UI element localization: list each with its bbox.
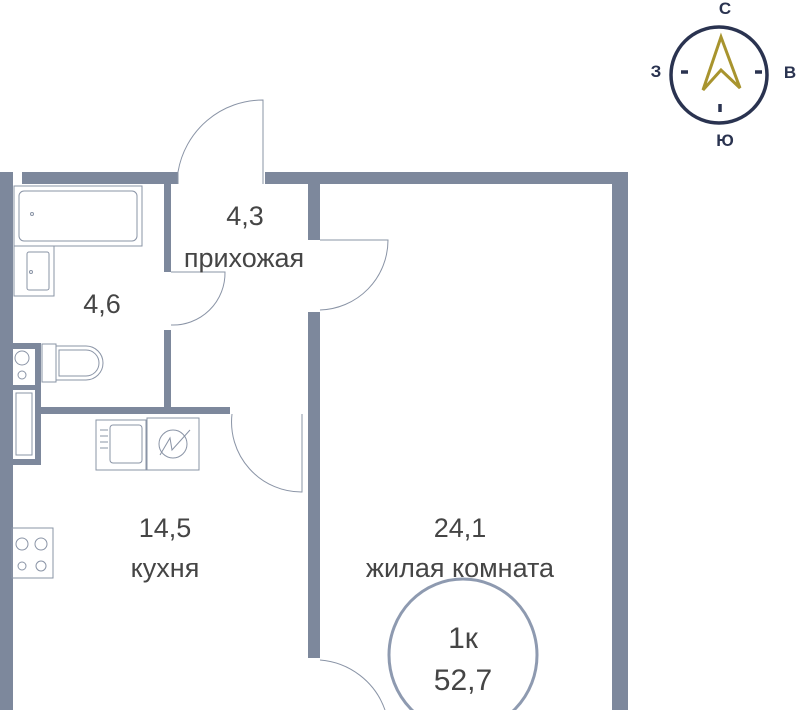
hallway-name: прихожая — [184, 243, 304, 273]
kitchen-sink-icon — [95, 419, 147, 471]
compass-west: З — [651, 62, 662, 81]
sink-icon — [13, 245, 55, 297]
compass-north: С — [719, 0, 731, 18]
washing-machine-icon — [146, 417, 200, 471]
kitchen-name: кухня — [131, 553, 200, 583]
compass-south: Ю — [716, 131, 734, 150]
compass-east: В — [784, 63, 796, 82]
boiler-icon — [14, 350, 33, 456]
hallway-area: 4,3 — [226, 201, 264, 231]
bathtub-icon — [13, 185, 143, 247]
walls — [0, 172, 628, 710]
living-room-area: 24,1 — [434, 513, 487, 543]
apartment-type: 1к — [448, 622, 479, 655]
apartment-total-area: 52,7 — [434, 664, 492, 697]
toilet-icon — [41, 343, 104, 383]
north-arrow-icon — [701, 32, 742, 92]
apartment-badge: 1к 52,7 — [387, 577, 539, 710]
bathroom-area: 4,6 — [83, 289, 121, 319]
doors — [170, 99, 389, 710]
compass: С З В Ю — [651, 0, 796, 150]
stove-icon — [11, 527, 54, 579]
kitchen-area: 14,5 — [139, 513, 192, 543]
